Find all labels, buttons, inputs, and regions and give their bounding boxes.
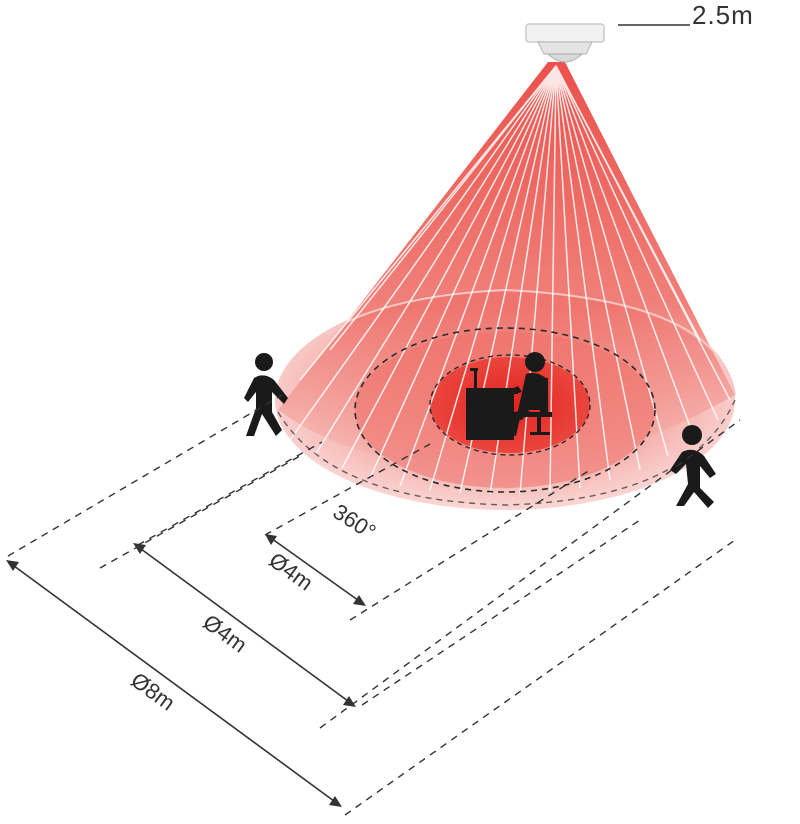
mounting-height-label: 2.5m [692,0,754,30]
ceiling-sensor-icon [525,23,605,63]
walking-person-icon [670,425,716,508]
coverage-angle-label: 360° [329,499,381,545]
middle-diameter-arrow [133,543,356,707]
middle-diameter-label: Ø4m [198,609,251,657]
right-extension-lines [319,419,741,816]
inner-ring-dashed [429,354,591,456]
middle-ring-dashed [354,327,656,493]
left-extension-lines [7,394,431,569]
seated-person-at-desk-icon [466,352,552,440]
outer-diameter-arrow [6,560,342,807]
walking-person-icon [244,353,288,436]
inner-diameter-arrow [265,534,366,606]
inner-diameter-label: Ø4m [264,547,317,595]
outer-diameter-label: Ø8m [126,667,179,715]
